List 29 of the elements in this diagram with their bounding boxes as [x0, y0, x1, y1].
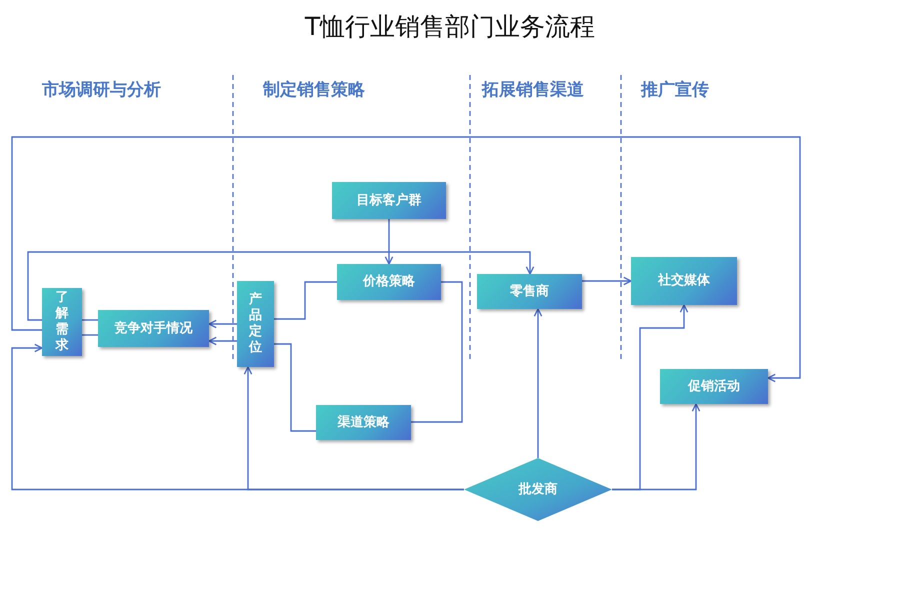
connector-line: [82, 319, 98, 321]
connector-line: [274, 281, 337, 320]
lane-heading: 推广宣传: [641, 79, 709, 101]
arrow: [582, 276, 632, 286]
arrow: [612, 403, 700, 490]
connector-line: [274, 343, 316, 432]
process-box: 竞争对手情况: [98, 310, 209, 347]
vertical-process-box: 了解需求: [42, 288, 82, 356]
lane-heading: 拓展销售渠道: [482, 79, 584, 101]
arrow: [27, 251, 534, 321]
connector-line: [82, 334, 98, 336]
process-box: 目标客户群: [332, 182, 446, 219]
arrow: [208, 336, 237, 346]
lane-heading: 市场调研与分析: [42, 79, 161, 101]
process-box: 促销活动: [660, 369, 768, 404]
process-box: 社交媒体: [631, 257, 737, 305]
process-box: 渠道策略: [316, 405, 411, 440]
decision-diamond: 批发商: [464, 458, 612, 521]
process-box: 零售商: [477, 274, 582, 309]
arrow: [534, 308, 542, 458]
arrow: [384, 219, 394, 265]
arrow: [11, 344, 464, 490]
vertical-process-box: 产品定位: [237, 281, 274, 367]
arrow: [11, 136, 801, 382]
arrow: [208, 320, 237, 328]
connector-line: [411, 281, 463, 423]
lane-heading: 制定销售策略: [263, 79, 365, 101]
process-box: 价格策略: [337, 264, 441, 300]
title: T恤行业销售部门业务流程: [304, 11, 596, 43]
